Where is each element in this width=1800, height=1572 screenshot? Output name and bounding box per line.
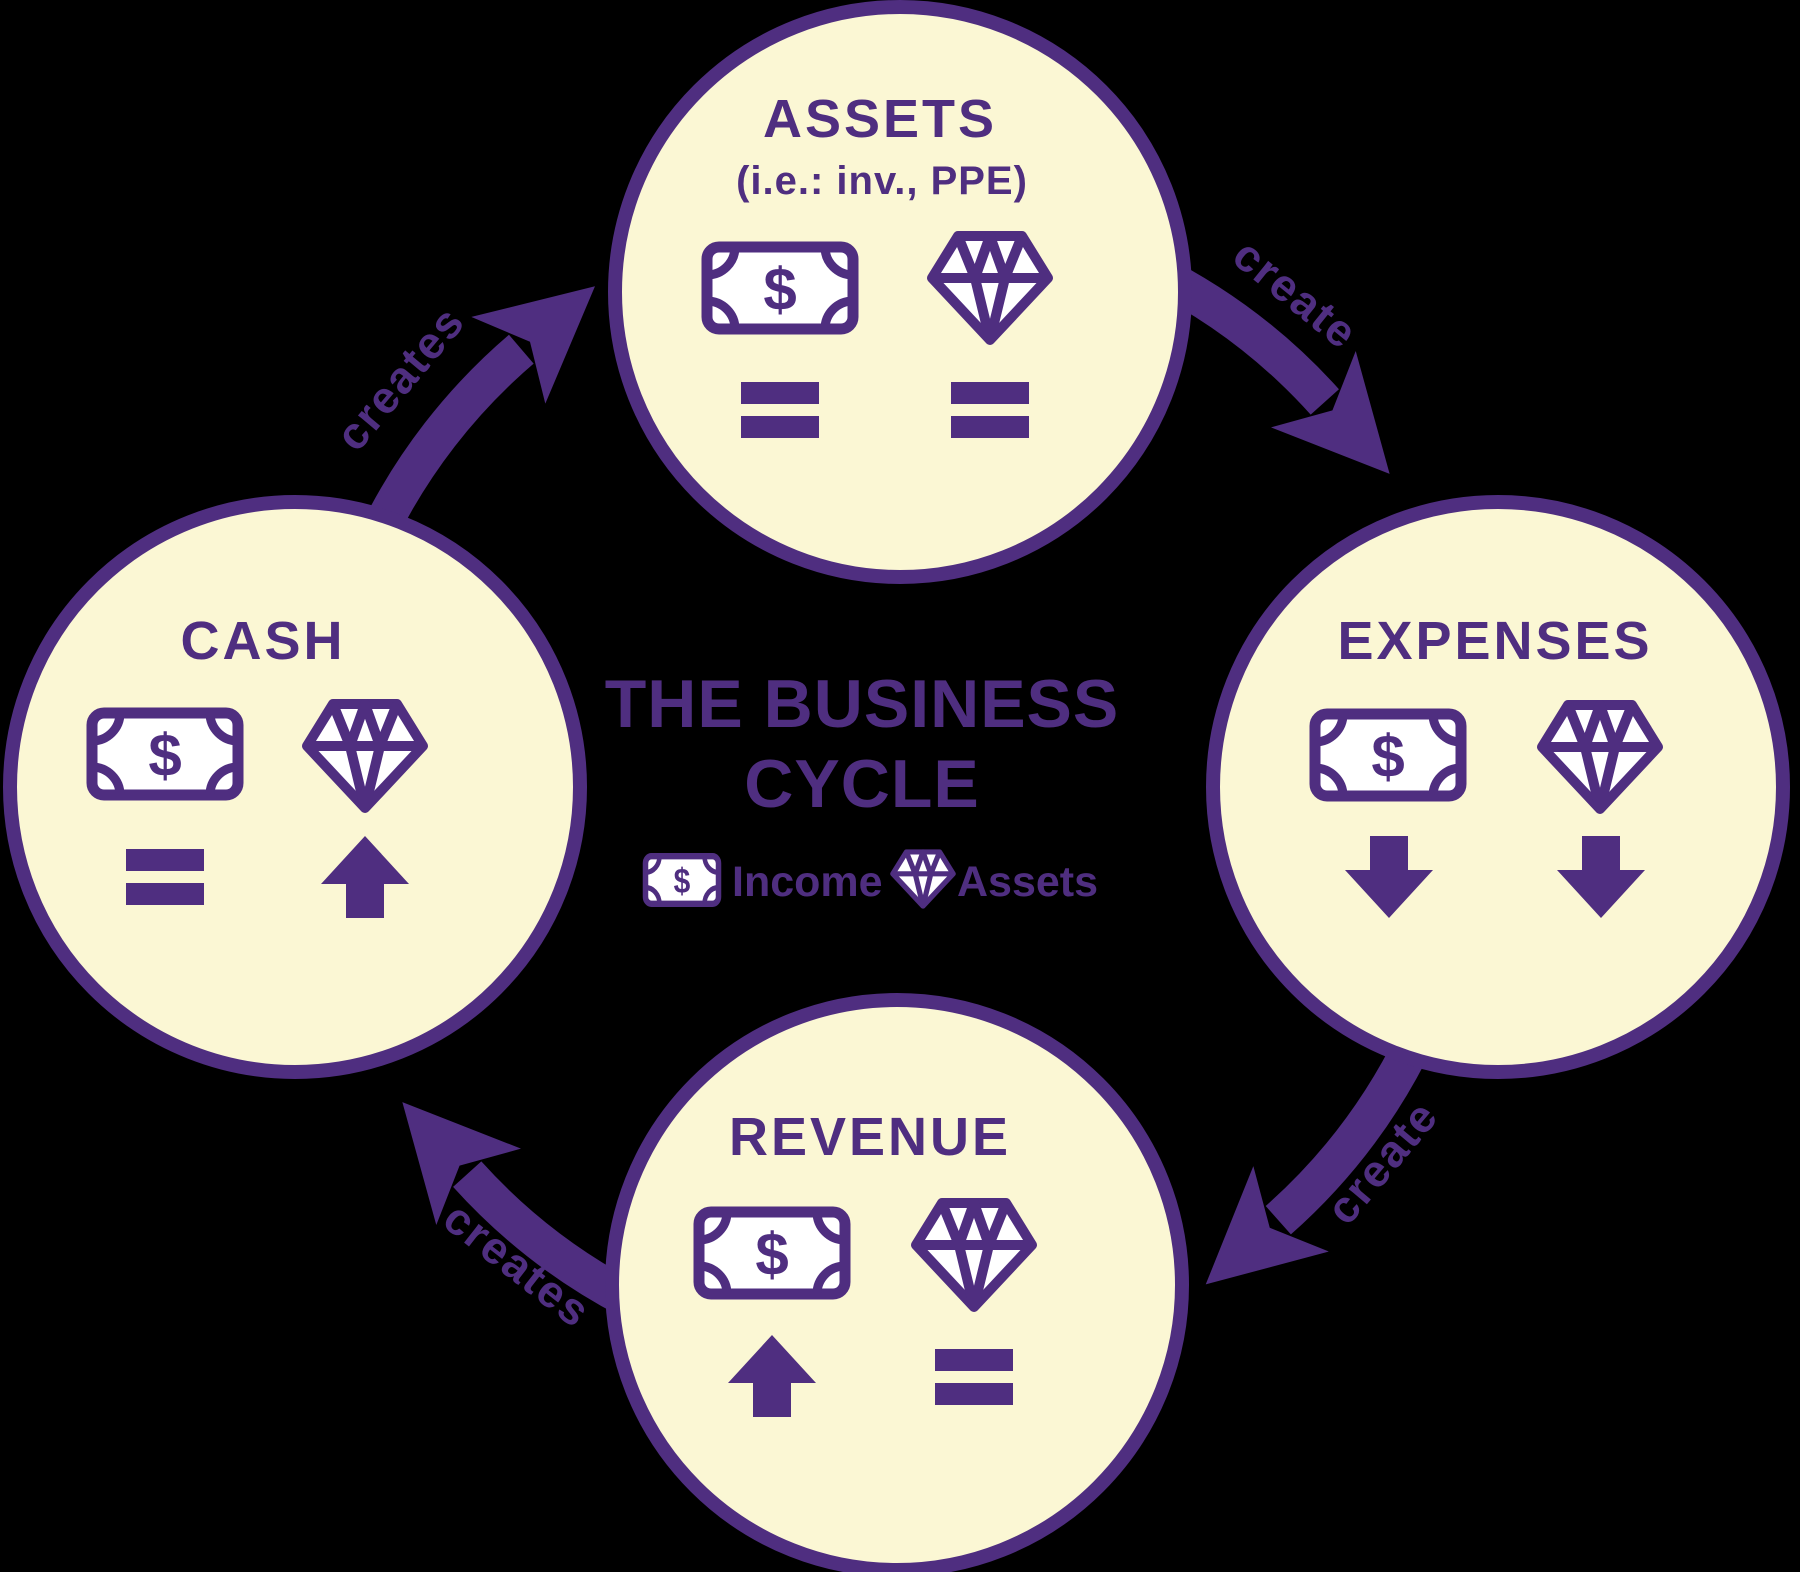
expenses-title: EXPENSES [1337,611,1652,671]
money-bill-icon [92,713,238,795]
legend-income-label: Income [732,858,883,906]
revenue-node: REVENUE [605,993,1189,1572]
revenue-title: REVENUE [729,1107,1011,1167]
assets-subtitle: (i.e.: inv., PPE) [736,159,1028,203]
cash-title: CASH [180,611,345,671]
money-bill-icon [707,247,853,329]
cash-circle [3,495,587,1079]
expenses-circle [1206,495,1790,1079]
revenue-circle [605,993,1189,1572]
money-bill-icon [1315,714,1461,796]
legend-assets-label: Assets [957,858,1098,906]
diagram-title-line2: CYCLE [744,746,979,822]
expenses-node: EXPENSES [1206,495,1790,1079]
assets-node: ASSETS (i.e.: inv., PPE) [608,0,1192,584]
money-bill-icon [646,856,719,904]
center-block: THE BUSINESS CYCLE Income Assets [605,666,1120,906]
cash-node: CASH [3,495,587,1079]
assets-title: ASSETS [763,89,997,149]
diagram-title-line1: THE BUSINESS [605,666,1120,742]
legend: Income Assets [646,852,1098,906]
money-bill-icon [699,1212,845,1294]
